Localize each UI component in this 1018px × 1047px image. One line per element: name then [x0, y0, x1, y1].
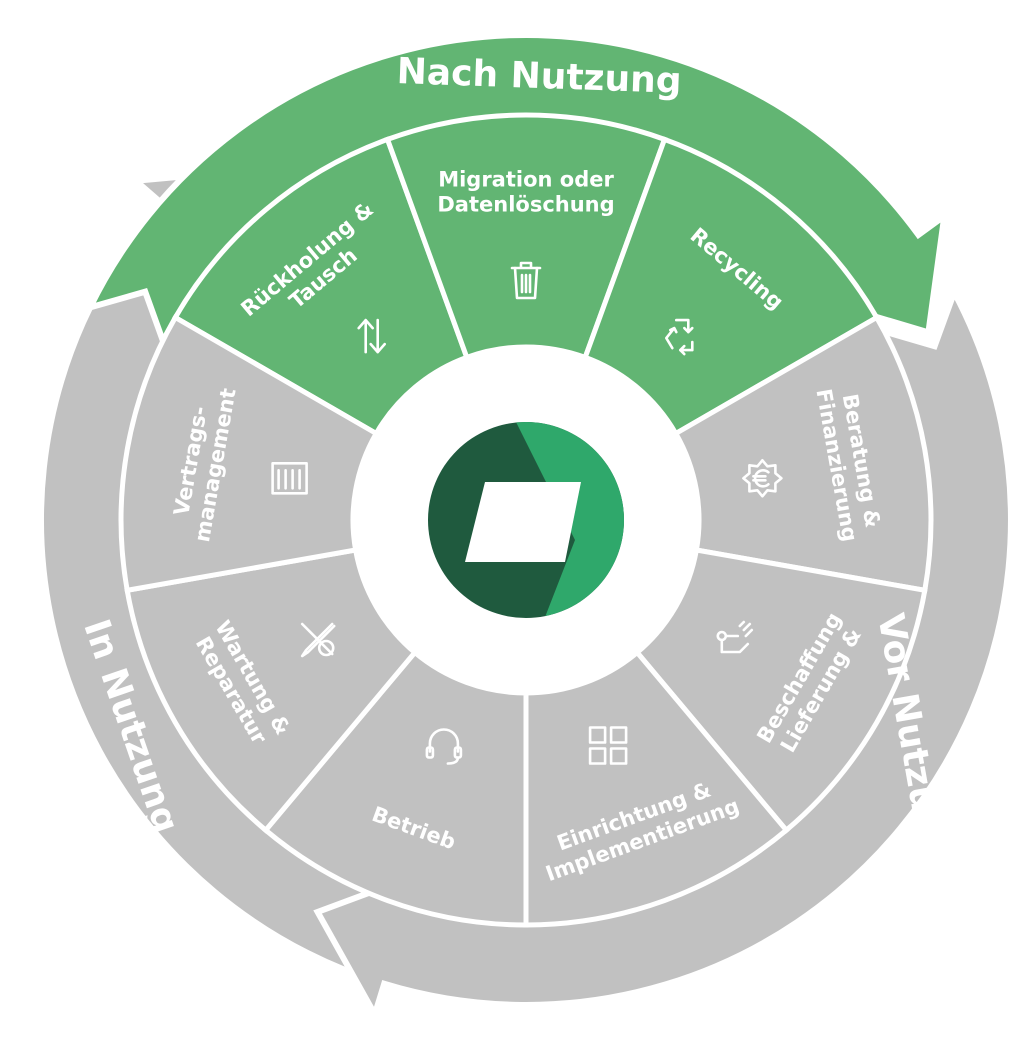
segment-label-line: Datenlöschung	[437, 193, 614, 217]
logo-parallelogram	[465, 482, 581, 562]
segment-rueckholung: Rückholung &Tausch	[171, 136, 471, 437]
segment-shape-beschaffung	[633, 547, 928, 834]
segment-einrichtung: Einrichtung &Implementierung	[523, 648, 790, 928]
segment-shape-wartung	[124, 547, 419, 834]
segment-wartung: Wartung &Reparatur	[124, 547, 419, 834]
trash-icon	[510, 261, 542, 300]
phase-label-nach: Nach Nutzung	[396, 51, 682, 102]
segment-shape-migration	[384, 112, 668, 361]
euro-badge-icon	[742, 458, 783, 498]
segment-shape-einrichtung	[523, 648, 790, 928]
segment-betrieb: Betrieb	[262, 648, 529, 928]
recycle-icon	[664, 318, 694, 356]
segment-beratung: Beratung &Finanzierung	[672, 314, 934, 594]
segment-beschaffung: BeschaffungLieferung &	[633, 547, 928, 834]
document-icon	[271, 461, 308, 495]
delivery-hand-icon	[716, 620, 754, 654]
segment-shape-vertrag	[118, 314, 380, 594]
tools-icon	[300, 622, 336, 658]
segment-shape-recycling	[581, 136, 881, 437]
segment-recycling: Recycling	[581, 136, 881, 437]
grid-squares-icon	[588, 726, 628, 765]
headset-icon	[425, 728, 463, 765]
segment-vertrag: Vertrags-management	[118, 314, 380, 594]
segment-shape-beratung	[672, 314, 934, 594]
segment-shape-betrieb	[262, 648, 529, 928]
swap-arrows-icon	[357, 318, 387, 354]
segment-label-line: Migration oder	[438, 168, 614, 192]
segment-shape-rueckholung	[171, 136, 471, 437]
